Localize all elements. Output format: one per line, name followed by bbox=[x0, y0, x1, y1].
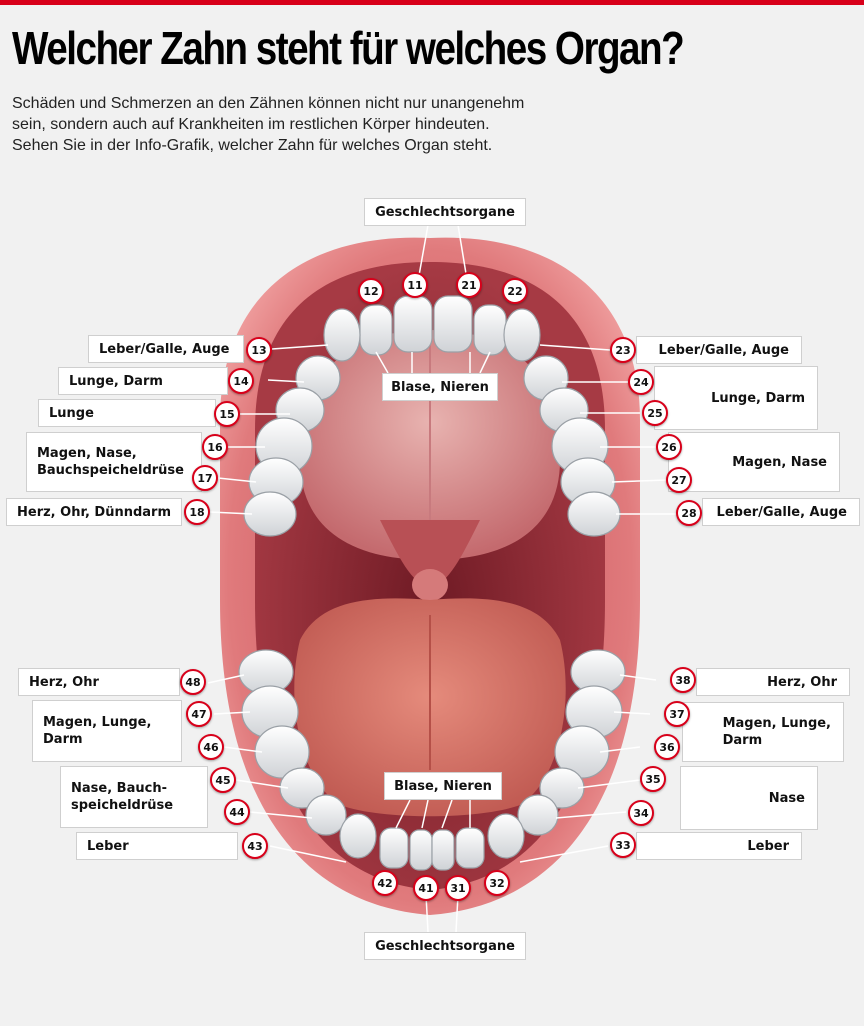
badge-tooth-37: 37 bbox=[664, 701, 690, 727]
label-tooth-37-36: Magen, Lunge, Darm bbox=[682, 702, 844, 762]
label-tooth-24-25: Lunge, Darm bbox=[654, 366, 818, 430]
upper-teeth bbox=[243, 295, 621, 537]
badge-tooth-47: 47 bbox=[186, 701, 212, 727]
page-title: Welcher Zahn steht für welches Organ? bbox=[12, 22, 685, 74]
label-tooth-14: Lunge, Darm bbox=[58, 367, 228, 395]
top-accent-bar bbox=[0, 0, 864, 5]
label-tooth-45-44: Nase, Bauch- speicheldrüse bbox=[60, 766, 208, 828]
label-tooth-13: Leber/Galle, Auge bbox=[88, 335, 244, 363]
label-tooth-33: Leber bbox=[636, 832, 802, 860]
badge-tooth-38: 38 bbox=[670, 667, 696, 693]
lower-teeth bbox=[238, 649, 626, 871]
label-tooth-23: Leber/Galle, Auge bbox=[636, 336, 802, 364]
badge-tooth-42: 42 bbox=[372, 870, 398, 896]
badge-tooth-35: 35 bbox=[640, 766, 666, 792]
tongue bbox=[294, 598, 566, 817]
label-bladder-kidneys-lower: Blase, Nieren bbox=[384, 772, 502, 800]
label-genitals-top: Geschlechtsorgane bbox=[364, 198, 526, 226]
badge-tooth-33: 33 bbox=[610, 832, 636, 858]
badge-tooth-26: 26 bbox=[656, 434, 682, 460]
badge-tooth-43: 43 bbox=[242, 833, 268, 859]
uvula bbox=[380, 520, 480, 601]
badge-tooth-28: 28 bbox=[676, 500, 702, 526]
badge-tooth-24: 24 bbox=[628, 369, 654, 395]
label-tooth-15: Lunge bbox=[38, 399, 216, 427]
badge-tooth-41: 41 bbox=[413, 875, 439, 901]
label-tooth-38: Herz, Ohr bbox=[696, 668, 850, 696]
badge-tooth-44: 44 bbox=[224, 799, 250, 825]
badge-tooth-45: 45 bbox=[210, 767, 236, 793]
badge-tooth-18: 18 bbox=[184, 499, 210, 525]
badge-tooth-11: 11 bbox=[402, 272, 428, 298]
intro-text: Schäden und Schmerzen an den Zähnen könn… bbox=[12, 95, 525, 154]
label-tooth-18: Herz, Ohr, Dünndarm bbox=[6, 498, 182, 526]
badge-tooth-32: 32 bbox=[484, 870, 510, 896]
label-tooth-48: Herz, Ohr bbox=[18, 668, 180, 696]
badge-tooth-16: 16 bbox=[202, 434, 228, 460]
badge-tooth-22: 22 bbox=[502, 278, 528, 304]
badge-tooth-12: 12 bbox=[358, 278, 384, 304]
label-genitals-bottom: Geschlechtsorgane bbox=[364, 932, 526, 960]
label-tooth-28: Leber/Galle, Auge bbox=[702, 498, 860, 526]
badge-tooth-23: 23 bbox=[610, 337, 636, 363]
badge-tooth-34: 34 bbox=[628, 800, 654, 826]
leader-lines bbox=[207, 224, 676, 933]
label-tooth-47-46: Magen, Lunge, Darm bbox=[32, 700, 182, 762]
label-tooth-16-17: Magen, Nase, Bauchspeicheldrüse bbox=[26, 432, 202, 492]
badge-tooth-27: 27 bbox=[666, 467, 692, 493]
badge-tooth-21: 21 bbox=[456, 272, 482, 298]
badge-tooth-13: 13 bbox=[246, 337, 272, 363]
badge-tooth-48: 48 bbox=[180, 669, 206, 695]
badge-tooth-17: 17 bbox=[192, 465, 218, 491]
label-tooth-26-27: Magen, Nase bbox=[668, 432, 840, 492]
badge-tooth-31: 31 bbox=[445, 875, 471, 901]
badge-tooth-15: 15 bbox=[214, 401, 240, 427]
badge-tooth-46: 46 bbox=[198, 734, 224, 760]
badge-tooth-14: 14 bbox=[228, 368, 254, 394]
label-bladder-kidneys-upper: Blase, Nieren bbox=[382, 373, 498, 401]
badge-tooth-36: 36 bbox=[654, 734, 680, 760]
badge-tooth-25: 25 bbox=[642, 400, 668, 426]
label-tooth-43: Leber bbox=[76, 832, 238, 860]
label-tooth-35-34: Nase bbox=[680, 766, 818, 830]
